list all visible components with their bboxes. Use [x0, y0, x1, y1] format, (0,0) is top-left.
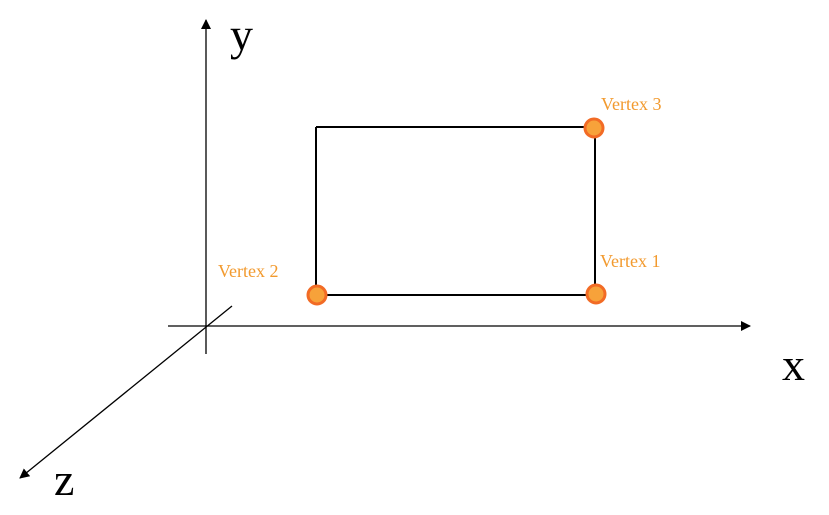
- vertex-3-marker: [583, 117, 605, 139]
- x-axis-label: x: [782, 339, 805, 390]
- vertex-2-marker: [306, 284, 328, 306]
- y-axis-label: y: [230, 9, 253, 60]
- vertex-2-label: Vertex 2: [218, 261, 278, 281]
- vertex-3-label: Vertex 3: [601, 94, 661, 114]
- z-axis: [19, 305, 233, 479]
- vertex-1-label: Vertex 1: [600, 251, 660, 271]
- vertex-1-marker: [585, 283, 607, 305]
- z-axis-label: z: [54, 454, 74, 505]
